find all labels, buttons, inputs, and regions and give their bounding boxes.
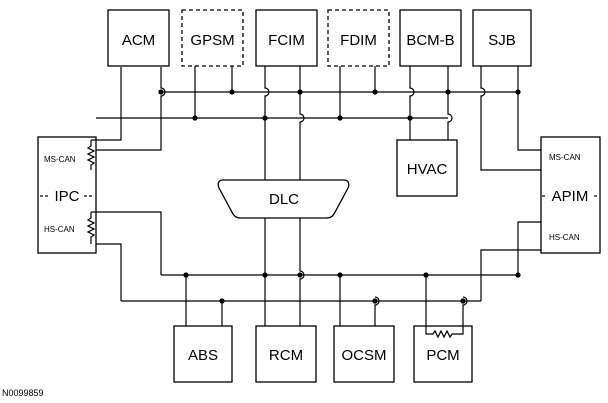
module-label: ACM bbox=[122, 32, 155, 49]
fcim-ms-can-wire-b bbox=[299, 66, 305, 186]
module-rcm: RCM bbox=[255, 325, 317, 383]
hs-can-node-1 bbox=[183, 272, 189, 278]
module-ipc: MS-CAN IPC HS-CAN bbox=[37, 136, 97, 254]
module-label: RCM bbox=[269, 347, 303, 364]
fcim-ms-can-wire-a bbox=[264, 66, 270, 186]
ipc-hs-can-wire-b bbox=[96, 243, 122, 301]
module-label: DLC bbox=[269, 191, 299, 208]
ocsm-hs-can-wire-b bbox=[374, 296, 380, 326]
module-label: BCM-B bbox=[406, 32, 454, 49]
module-label: IPC bbox=[54, 188, 79, 205]
ms-can-node-5 bbox=[297, 89, 303, 95]
hs-can-node-2 bbox=[219, 298, 225, 304]
module-label: HVAC bbox=[407, 161, 448, 178]
module-sjb: SJB bbox=[472, 9, 532, 67]
dlc-connector-shape bbox=[217, 179, 350, 219]
module-hvac: HVAC bbox=[396, 139, 458, 197]
ipc-ms-can-wire bbox=[96, 118, 122, 141]
ms-can-node-1 bbox=[158, 89, 164, 95]
module-label: FDIM bbox=[340, 32, 377, 49]
module-abs: ABS bbox=[173, 325, 233, 383]
module-label: GPSM bbox=[190, 32, 234, 49]
module-ocsm: OCSM bbox=[333, 325, 395, 383]
pcm-hs-can-wire-b bbox=[462, 296, 468, 326]
hs-can-node-5 bbox=[337, 272, 343, 278]
module-label: APIM bbox=[552, 188, 589, 205]
figure-reference: N0099859 bbox=[2, 388, 44, 398]
pcm-resistor-overlay bbox=[425, 326, 464, 339]
ms-can-node-3 bbox=[229, 89, 235, 95]
module-label: SJB bbox=[488, 32, 516, 49]
module-fdim: FDIM bbox=[327, 9, 390, 67]
ms-can-node-10 bbox=[515, 89, 521, 95]
hs-can-bus bbox=[96, 211, 541, 339]
hs-can-node-9 bbox=[515, 272, 521, 278]
apim-ms-can-label: MS-CAN bbox=[549, 153, 581, 162]
sjb-ms-can-wire-b bbox=[517, 66, 541, 151]
ipc-hs-can-resistor bbox=[86, 212, 96, 244]
module-label: FCIM bbox=[268, 32, 305, 49]
apim-hs-can-label: HS-CAN bbox=[549, 233, 580, 242]
apim-hs-can-wire-a bbox=[517, 221, 541, 275]
acm-ms-can-wire-b bbox=[96, 67, 166, 151]
dlc-hs-can-wire-b bbox=[299, 218, 305, 301]
ms-can-bus bbox=[96, 55, 541, 186]
bcmb-ms-can-wire-a bbox=[409, 66, 415, 140]
module-fcim: FCIM bbox=[255, 9, 318, 67]
bcmb-ms-can-wire-b bbox=[447, 66, 453, 140]
ms-can-node-9 bbox=[445, 89, 451, 95]
ipc-hs-can-label: HS-CAN bbox=[44, 225, 75, 234]
hs-can-node-6 bbox=[372, 298, 378, 304]
apim-hs-can-wire-b bbox=[480, 249, 541, 301]
ms-can-node-6 bbox=[337, 115, 343, 121]
module-acm: ACM bbox=[107, 9, 170, 67]
module-apim: MS-CAN APIM HS-CAN bbox=[540, 136, 601, 254]
ipc-hs-can-wire-a bbox=[96, 211, 162, 275]
ipc-ms-can-label: MS-CAN bbox=[44, 155, 76, 164]
ms-can-node-2 bbox=[192, 115, 198, 121]
hs-can-node-3 bbox=[262, 272, 268, 278]
module-label: OCSM bbox=[342, 347, 387, 364]
module-bcm-b: BCM-B bbox=[399, 9, 462, 67]
module-label: ABS bbox=[188, 347, 218, 364]
hs-can-node-7 bbox=[423, 272, 429, 278]
hs-can-node-4 bbox=[297, 272, 303, 278]
module-dlc: DLC bbox=[217, 179, 350, 219]
module-gpsm: GPSM bbox=[181, 9, 244, 67]
ms-can-node-7 bbox=[372, 89, 378, 95]
hs-can-node-8 bbox=[460, 298, 466, 304]
module-label: PCM bbox=[426, 347, 459, 364]
ms-can-node-4 bbox=[262, 115, 268, 121]
sjb-ms-can-wire-a bbox=[480, 66, 541, 171]
ms-can-node-8 bbox=[407, 115, 413, 121]
ipc-ms-can-resistor bbox=[86, 140, 96, 170]
